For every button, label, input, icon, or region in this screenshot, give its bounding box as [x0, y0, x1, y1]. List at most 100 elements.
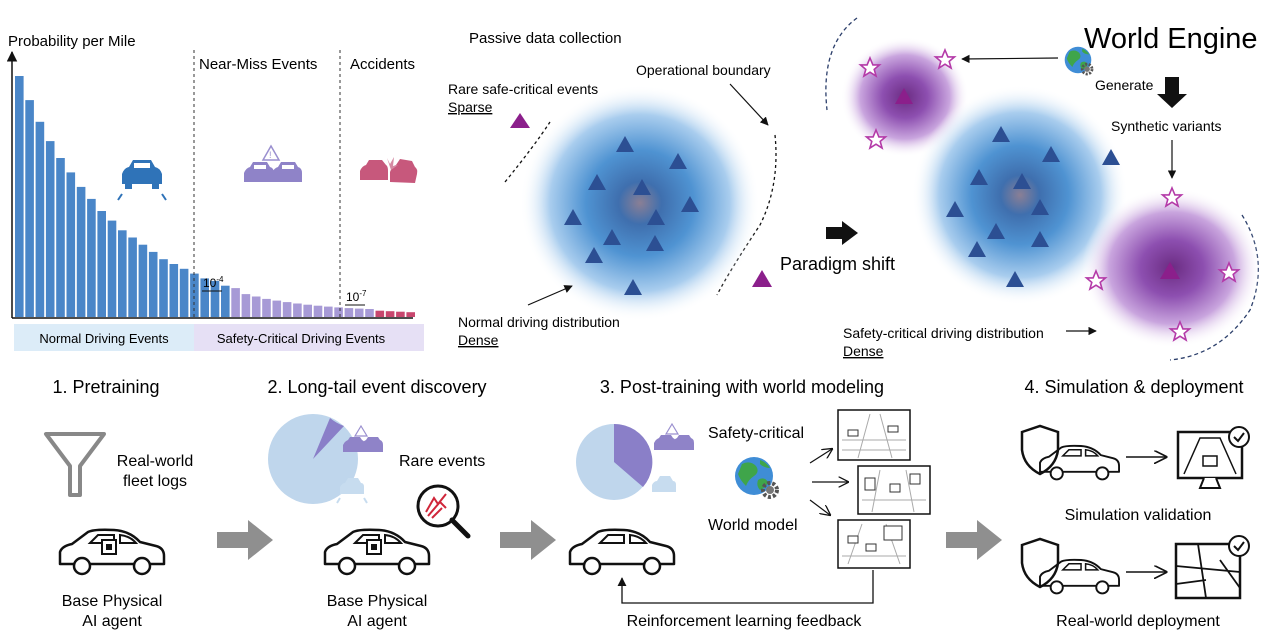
agent1-line1: Base Physical: [62, 593, 163, 610]
bar-37: [385, 311, 395, 317]
map-icon: [1174, 542, 1242, 600]
bar-27: [282, 302, 292, 317]
funnel-icon: [44, 432, 106, 497]
bar-8: [87, 198, 96, 317]
bar-9: [97, 211, 106, 317]
world-model-label: World model: [708, 517, 798, 534]
world-engine-panel: World Engine Generate Synthetic variants: [825, 17, 1262, 361]
engine-to-top-arrow: [961, 54, 1059, 64]
bar-20: [210, 280, 220, 317]
world-engine-title: World Engine: [1084, 23, 1258, 55]
svg-text:10-4: 10-4: [203, 275, 224, 290]
pipeline: 1. Pretraining Real-world fleet logs Bas…: [44, 377, 1250, 630]
fleet-logs-line1: Real-world: [117, 453, 193, 470]
safety-dist-label: Safety-critical driving distribution: [843, 325, 1044, 341]
near-miss-label: Near-Miss Events: [199, 56, 317, 73]
magnifier-icon: [416, 484, 471, 539]
bar-21: [221, 285, 230, 317]
accidents-label: Accidents: [350, 56, 415, 73]
bar-35: [365, 309, 374, 317]
bar-17: [179, 268, 189, 317]
check-icon-2: [1228, 535, 1250, 557]
bar-38: [396, 311, 405, 317]
normal-distribution-cloud: [520, 85, 760, 321]
safety-critical-label: Safety-critical: [708, 425, 804, 442]
rare-events-label: Rare safe-critical events: [448, 81, 598, 97]
agent2-line1: Base Physical: [327, 593, 428, 610]
bar-6: [66, 172, 76, 317]
pie-long-tail: [268, 414, 358, 504]
bar-12: [128, 237, 137, 317]
rare-events-label-2: Rare events: [399, 453, 485, 470]
check-icon-1: [1228, 426, 1250, 448]
bar-26: [272, 300, 282, 317]
normal-dist-label: Normal driving distribution: [458, 314, 620, 330]
flow-arrow-3: [946, 520, 1002, 560]
sparse-label: Sparse: [448, 99, 493, 115]
bar-34: [354, 308, 364, 317]
right-boundary: [716, 134, 777, 296]
paradigm-triangle: [752, 270, 772, 287]
rl-feedback-label: Reinforcement learning feedback: [627, 613, 863, 630]
bar-10: [107, 220, 117, 317]
bar-14: [148, 251, 158, 317]
bar-15: [159, 259, 168, 317]
normal-band: [14, 324, 194, 351]
near-miss-icon-2: [343, 424, 383, 452]
passive-collection-panel: Passive data collection Rare safe-critic…: [448, 30, 895, 348]
bar-1: [15, 76, 24, 317]
bar-13: [138, 244, 148, 317]
agent2-line2: AI agent: [347, 613, 407, 630]
safety-band-label: Safety-Critical Driving Events: [217, 331, 386, 346]
fleet-logs-line2: fleet logs: [123, 473, 187, 490]
near-miss-icon: !: [244, 144, 302, 182]
y-axis-label: Probability per Mile: [8, 33, 136, 50]
real-deployment-label: Real-world deployment: [1056, 613, 1220, 630]
paradigm-arrow: [826, 221, 858, 245]
bar-4: [45, 141, 55, 317]
safety-center-triangle: [1160, 262, 1180, 279]
safety-band: [194, 324, 424, 351]
bar-3: [35, 121, 45, 317]
synthetic-label: Synthetic variants: [1111, 118, 1222, 134]
accident-prob-label: 10-7: [345, 289, 367, 306]
agent1-line2: AI agent: [82, 613, 142, 630]
bar-7: [76, 186, 86, 317]
near-miss-icon-3: [654, 422, 694, 450]
safety-dense-label: Dense: [843, 343, 884, 359]
rl-agent-car-icon: [568, 528, 676, 576]
scene-arrow-3: [809, 499, 830, 515]
bar-31: [324, 306, 333, 317]
monitor-icon: [1176, 430, 1244, 489]
shield-car-icon-1: [1020, 424, 1120, 481]
normal-car-icon: [117, 160, 167, 201]
boundary-arrow: [729, 83, 769, 126]
bar-22: [231, 288, 240, 317]
normal-dist-arrow: [527, 285, 573, 306]
agent-car-icon-1: [58, 528, 166, 576]
bar-28: [293, 303, 302, 317]
step1-title: 1. Pretraining: [52, 377, 159, 397]
step2-title: 2. Long-tail event discovery: [267, 377, 486, 397]
normal-car-ghost-3: [652, 476, 676, 492]
normal-car-ghost-2: [336, 478, 368, 504]
bar-30: [313, 305, 323, 317]
boundary-label: Operational boundary: [636, 62, 771, 78]
bars-group: [15, 76, 415, 317]
bar-29: [303, 304, 312, 317]
bar-11: [118, 230, 127, 317]
generate-arrow: [1157, 77, 1187, 108]
svg-text:!: !: [269, 150, 272, 160]
dense-label: Dense: [458, 332, 499, 348]
flow-arrow-1: [217, 520, 273, 560]
bar-5: [56, 158, 65, 317]
near-miss-prob-label: 10-4: [202, 275, 224, 292]
scene-frame-2: [857, 465, 931, 515]
step4-title: 4. Simulation & deployment: [1024, 377, 1243, 397]
sim-validation-label: Simulation validation: [1065, 507, 1212, 524]
rl-feedback-path: [617, 570, 874, 604]
agent-car-icon-2: [323, 528, 431, 576]
world-model-globe-icon: [735, 457, 779, 499]
